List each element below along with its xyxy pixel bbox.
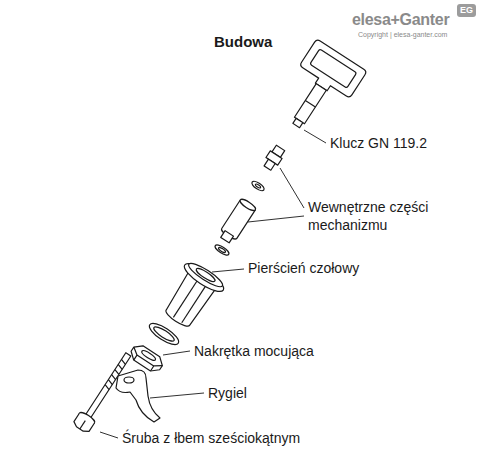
- part-label: Śruba z łbem sześciokątnym: [122, 430, 300, 448]
- hex-screw: [72, 349, 136, 433]
- washer: [250, 180, 265, 193]
- part-label: Rygiel: [208, 385, 247, 403]
- part-label: Nakrętka mocująca: [194, 343, 314, 361]
- brand-logo: elesa+Ganter: [352, 10, 449, 30]
- key-drawing: [271, 39, 367, 142]
- front-ring: [156, 258, 227, 333]
- washer: [214, 243, 231, 257]
- inner-part: [262, 144, 287, 172]
- part-label: Klucz GN 119.2: [330, 135, 427, 153]
- diagram-title: Budowa: [214, 33, 272, 52]
- nut: [128, 342, 166, 375]
- gasket: [146, 320, 181, 349]
- part-label: Pierścień czołowy: [248, 260, 359, 278]
- copyright-note: Copyright | elesa-ganter.com: [358, 31, 447, 40]
- leader-lines: [100, 130, 326, 438]
- part-label: Wewnętrzne części mechanizmu: [308, 199, 448, 234]
- latch: [116, 370, 160, 422]
- badge-text: EG: [460, 5, 473, 16]
- brand-badge: EG: [457, 4, 476, 17]
